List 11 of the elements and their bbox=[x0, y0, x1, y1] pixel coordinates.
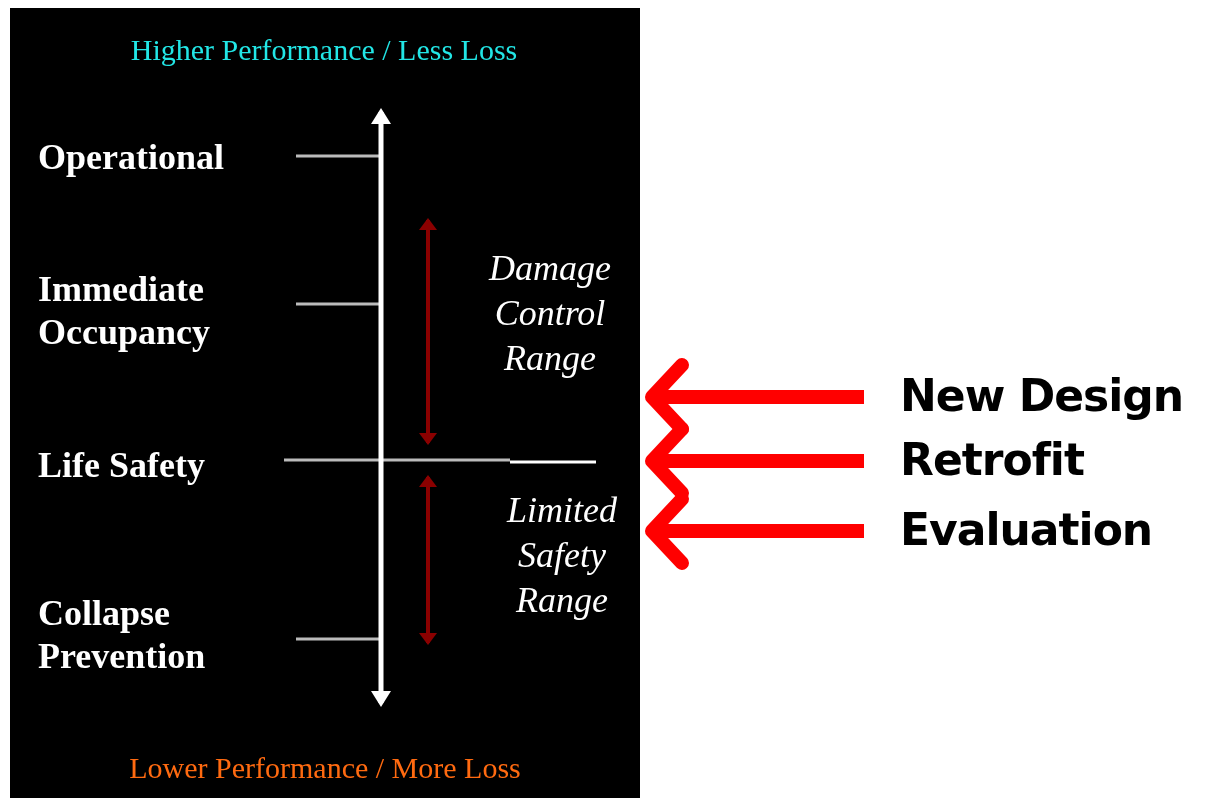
level-label: Life Safety bbox=[38, 444, 206, 487]
option-label: New Design bbox=[900, 374, 1184, 418]
scale-footer: Lower Performance / More Loss bbox=[80, 750, 570, 786]
level-label: Immediate Occupancy bbox=[38, 268, 211, 355]
level-label: Collapse Prevention bbox=[38, 592, 207, 679]
range-label: Damage Control Range bbox=[487, 247, 612, 380]
level-label: Operational bbox=[38, 136, 225, 179]
option-label: Retrofit bbox=[900, 438, 1084, 482]
scale-heading: Higher Performance / Less Loss bbox=[129, 32, 519, 68]
option-label: Evaluation bbox=[900, 508, 1153, 552]
range-label: Limited Safety Range bbox=[505, 489, 618, 622]
